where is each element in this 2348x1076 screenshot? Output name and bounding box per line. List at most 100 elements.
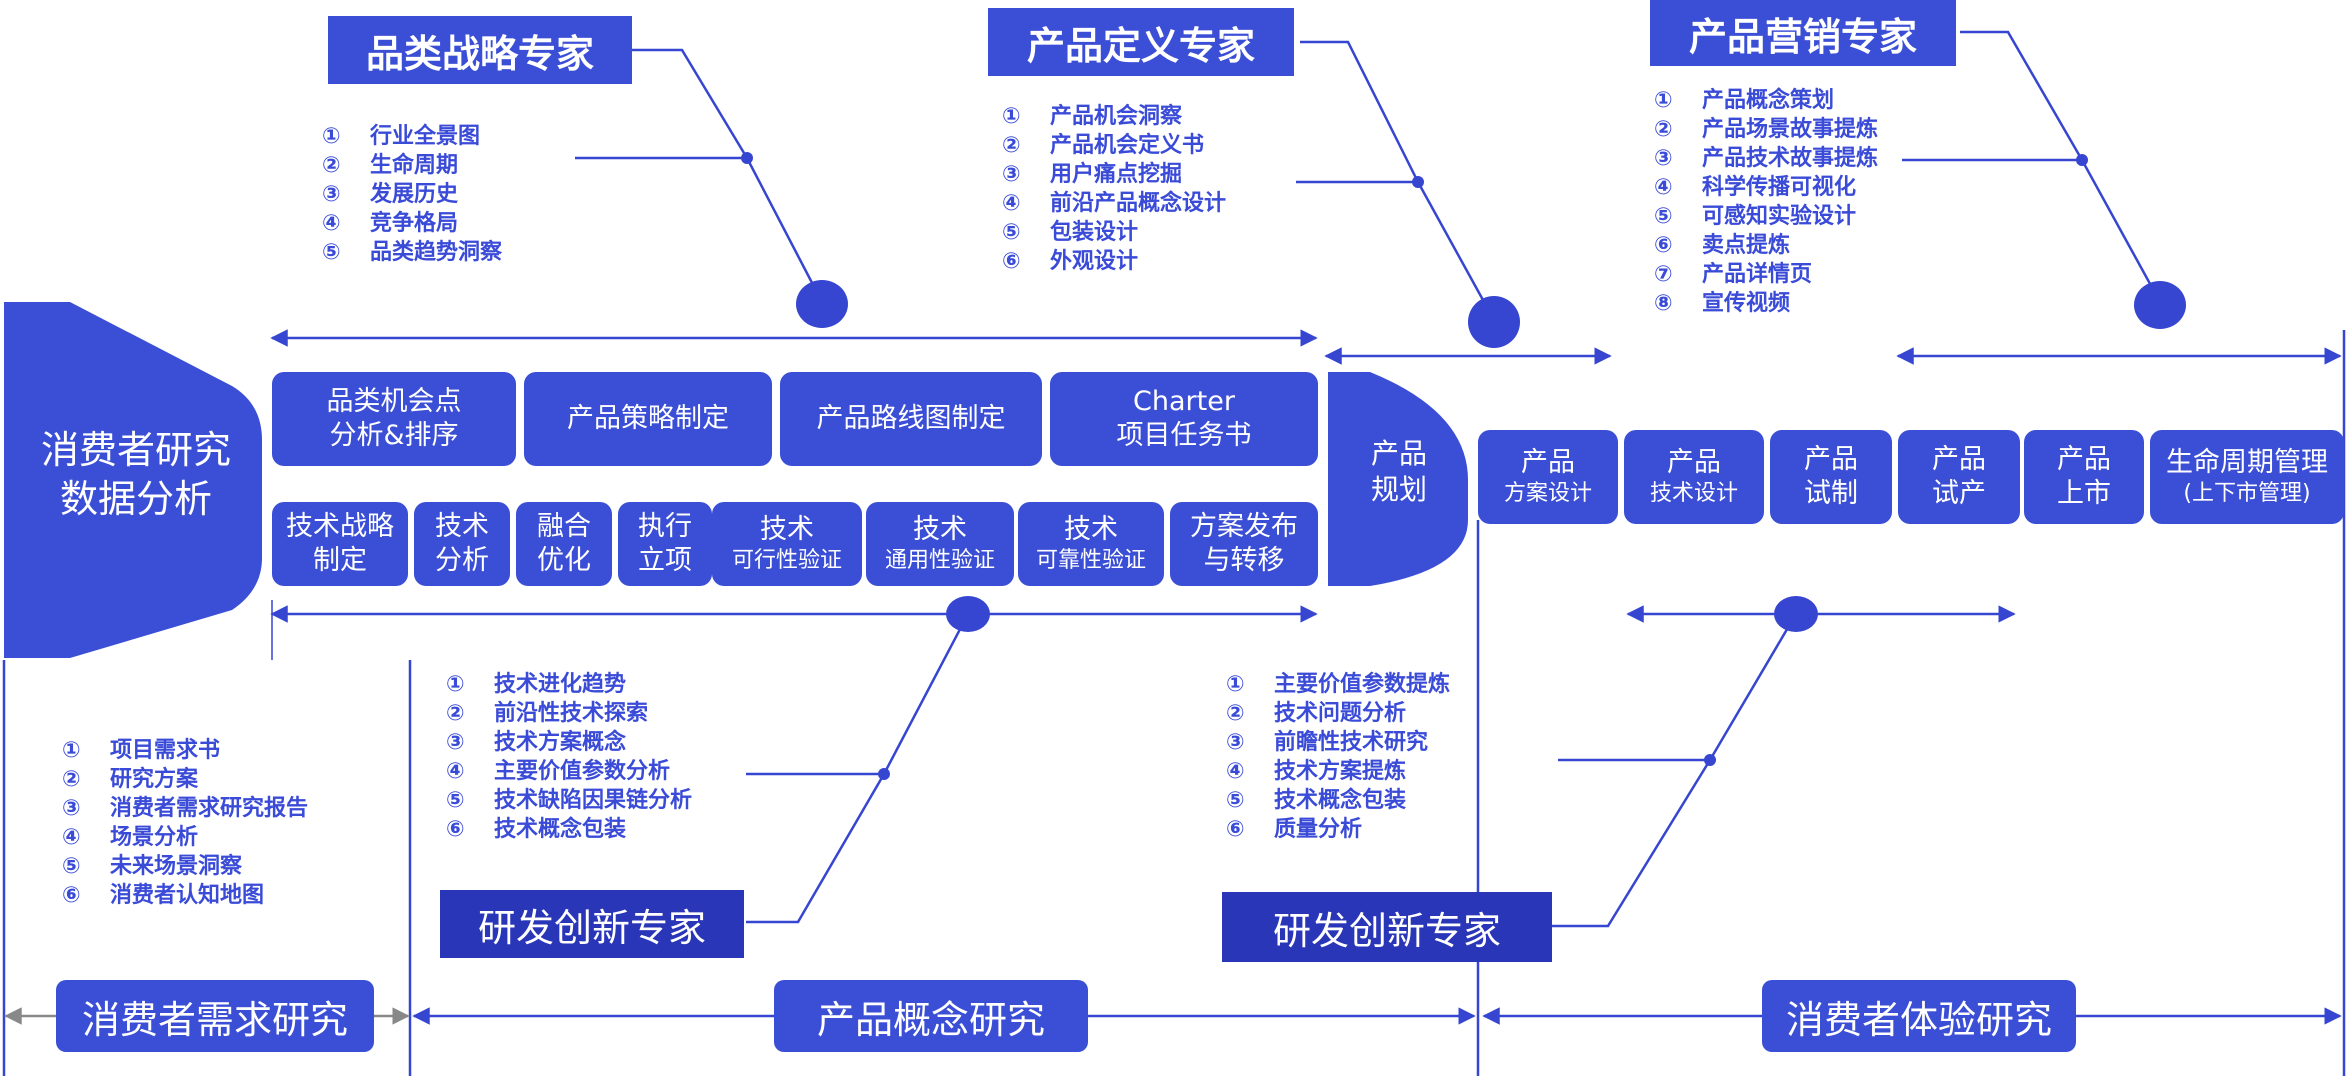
item-number: ⑥ <box>446 817 465 842</box>
item-text: 产品机会洞察 <box>1050 104 1183 129</box>
expert-title-category: 品类战略专家 <box>328 16 632 84</box>
tech-step: 技术 分析 <box>414 502 510 586</box>
planning-label: 产品 规划 <box>1370 437 1427 507</box>
item-number: ⑥ <box>1226 817 1245 842</box>
consumer-funnel-label: 消费者研究 数据分析 <box>40 428 231 522</box>
item-number: ② <box>1226 701 1245 726</box>
item-number: ⑥ <box>1002 249 1021 274</box>
item-text: 生命周期 <box>370 153 459 178</box>
item-text: 质量分析 <box>1274 817 1363 842</box>
item-number: ① <box>62 738 81 763</box>
item-text: 未来场景洞察 <box>110 854 243 879</box>
item-number: ⑦ <box>1654 262 1673 287</box>
item-text: 科学传播可视化 <box>1702 175 1857 200</box>
tech-step-sublabel: 可行性验证 <box>731 548 842 574</box>
product-step: 产品 试制 <box>1770 430 1892 524</box>
item-number: ③ <box>1226 730 1245 755</box>
phase-consumer-experience: 消费者体验研究 <box>1762 980 2076 1052</box>
item-text: 品类趋势洞察 <box>370 240 503 265</box>
item-text: 技术问题分析 <box>1274 701 1407 726</box>
item-text: 包装设计 <box>1050 220 1139 245</box>
item-number: ⑧ <box>1654 291 1673 316</box>
item-number: ② <box>322 153 341 178</box>
item-number: ① <box>1654 88 1673 113</box>
item-text: 发展历史 <box>370 182 459 207</box>
item-number: ⑥ <box>62 883 81 908</box>
item-text: 竞争格局 <box>370 211 459 236</box>
item-number: ③ <box>1002 162 1021 187</box>
definition-expert-item: ③ 用户痛点挖掘 <box>1002 160 1226 189</box>
rd-right-expert-item: ⑥ 质量分析 <box>1226 815 1450 844</box>
item-number: ① <box>446 672 465 697</box>
callout-rd-left <box>746 613 970 924</box>
item-text: 技术缺陷因果链分析 <box>494 788 693 813</box>
item-number: ② <box>62 767 81 792</box>
item-text: 卖点提炼 <box>1702 233 1791 258</box>
item-text: 产品机会定义书 <box>1050 133 1205 158</box>
tech-step-sublabel: 通用性验证 <box>884 548 995 574</box>
item-number: ① <box>322 124 341 149</box>
item-text: 技术进化趋势 <box>494 672 627 697</box>
item-number: ② <box>1654 117 1673 142</box>
product-step: 产品技术设计 <box>1624 430 1764 524</box>
tech-step-label: 技术 <box>913 514 967 546</box>
phase-product-concept: 产品概念研究 <box>774 980 1088 1052</box>
phase-consumer-needs: 消费者需求研究 <box>56 980 374 1052</box>
item-number: ④ <box>62 825 81 850</box>
product-step-label: 产品 <box>1521 447 1575 479</box>
tech-step-label: 方案发布 与转移 <box>1190 511 1298 576</box>
tech-step-label: 技术 <box>760 514 814 546</box>
product-step-sublabel: 方案设计 <box>1503 481 1592 507</box>
item-text: 宣传视频 <box>1702 291 1791 316</box>
item-text: 技术方案概念 <box>494 730 627 755</box>
item-number: ② <box>1002 133 1021 158</box>
tech-step-sublabel: 可靠性验证 <box>1035 548 1146 574</box>
tech-step: 方案发布 与转移 <box>1170 502 1318 586</box>
definition-expert-item: ② 产品机会定义书 <box>1002 131 1226 160</box>
item-text: 用户痛点挖掘 <box>1050 162 1183 187</box>
item-number: ⑤ <box>1226 788 1245 813</box>
product-step-sublabel: (上下市管理) <box>2183 481 2311 507</box>
item-number: ⑤ <box>322 240 341 265</box>
definition-expert-item: ① 产品机会洞察 <box>1002 102 1226 131</box>
item-text: 消费者需求研究报告 <box>110 796 309 821</box>
item-text: 研究方案 <box>110 767 199 792</box>
expert-title-rd-left: 研发创新专家 <box>440 890 744 958</box>
step-charter: Charter 项目任务书 <box>1050 372 1318 466</box>
tech-step: 技术可行性验证 <box>712 502 862 586</box>
item-number: ① <box>1002 104 1021 129</box>
item-text: 行业全景图 <box>370 124 481 149</box>
product-step-label: 生命周期管理 <box>2166 447 2328 479</box>
item-text: 外观设计 <box>1050 249 1139 274</box>
marketing-expert-item: ④ 科学传播可视化 <box>1654 173 1878 202</box>
expert-title-rd-right: 研发创新专家 <box>1222 892 1552 962</box>
step-product-strategy: 产品策略制定 <box>524 372 772 466</box>
item-number: ② <box>446 701 465 726</box>
item-text: 项目需求书 <box>110 738 221 763</box>
callout-rd-right <box>1552 613 1798 928</box>
item-text: 场景分析 <box>110 825 199 850</box>
tech-step-label: 技术战略 制定 <box>286 511 394 576</box>
item-number: ④ <box>1654 175 1673 200</box>
item-number: ⑤ <box>1002 220 1021 245</box>
product-step-label: 产品 试制 <box>1804 444 1858 509</box>
callout-marketing <box>1960 30 2162 303</box>
item-number: ③ <box>446 730 465 755</box>
definition-expert-item: ⑤ 包装设计 <box>1002 218 1226 247</box>
item-number: ③ <box>1654 146 1673 171</box>
item-text: 前瞻性技术研究 <box>1274 730 1429 755</box>
product-step-sublabel: 技术设计 <box>1649 481 1738 507</box>
